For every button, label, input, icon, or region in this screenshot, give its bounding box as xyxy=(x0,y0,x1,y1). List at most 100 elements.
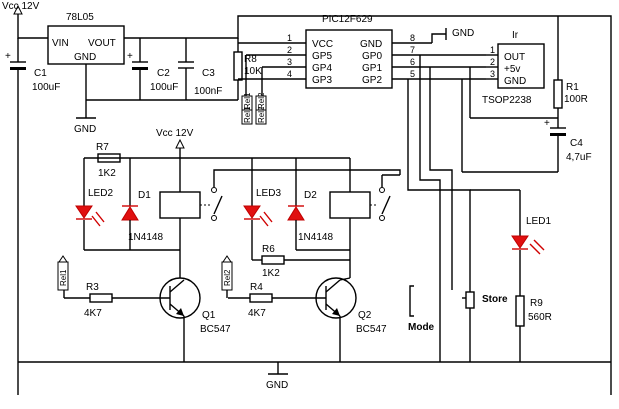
led1-ray-1 xyxy=(529,243,541,255)
c4-plus: + xyxy=(544,118,550,129)
d2-name: D2 xyxy=(304,190,317,201)
vcc-wire-left xyxy=(17,14,48,39)
r7-resistor xyxy=(97,153,121,163)
q2-name: Q2 xyxy=(358,310,372,321)
c2-plus: + xyxy=(127,51,133,62)
pic-name: PIC12F629 xyxy=(322,14,373,25)
pic-gp4: GP4 xyxy=(312,63,332,74)
rbox-a-label: Rel1 xyxy=(243,92,252,109)
c3-value: 100nF xyxy=(194,86,222,97)
ir-receiver-section: Ir OUT +5v GND 1 2 3 TSOP2238 R1 100R + … xyxy=(461,16,592,173)
ir-out: OUT xyxy=(504,52,525,63)
mode-button[interactable] xyxy=(409,285,414,317)
ir-part: TSOP2238 xyxy=(482,95,532,106)
led3-name: LED3 xyxy=(256,188,281,199)
pic-section: R8 10K Rel1 Rel2 Rel1 Rel2 PIC12F629 VCC… xyxy=(233,14,486,125)
c1-value: 100uF xyxy=(32,82,60,93)
c2-value: 100uF xyxy=(150,82,178,93)
c1-plate-bottom xyxy=(10,67,26,70)
r9-name: R9 xyxy=(530,298,543,309)
d1-name: D1 xyxy=(138,190,151,201)
relay2-blade xyxy=(381,195,391,215)
ground-bus-bottom: GND xyxy=(18,361,611,391)
led2-ray-2 xyxy=(95,211,105,223)
c4-value: 4,7uF xyxy=(566,152,592,163)
r4-name: R4 xyxy=(250,282,263,293)
d2-diode xyxy=(287,206,305,221)
r9-value: 560R xyxy=(528,312,552,323)
rel1-input-arrow xyxy=(58,255,68,263)
c1-plus: + xyxy=(5,51,11,62)
r4-value: 4K7 xyxy=(248,308,266,319)
d1-diode xyxy=(121,206,139,221)
led1-diode xyxy=(511,235,529,249)
q2-part: BC547 xyxy=(356,324,387,335)
relay1-driver-section: Vcc 12V R7 1K2 LED2 D1 1N4148 xyxy=(57,128,350,362)
pic-gp1: GP1 xyxy=(362,63,382,74)
pic12f629-chip xyxy=(305,29,393,89)
relay1-coil xyxy=(159,191,201,219)
regulator-vout: VOUT xyxy=(88,38,116,49)
pin1-label: 1 xyxy=(287,33,292,43)
mode-label: Mode xyxy=(408,322,435,333)
c4-plate-bottom xyxy=(550,133,566,136)
pic-gp5: GP5 xyxy=(312,51,332,62)
ir-name: Ir xyxy=(512,30,519,41)
vcc-arrow-mid xyxy=(175,138,185,149)
r6-value: 1K2 xyxy=(262,268,280,279)
pic-gnd-wire xyxy=(431,33,446,43)
pin4-label: 4 xyxy=(287,69,292,79)
led1-name: LED1 xyxy=(526,216,551,227)
q2-collector xyxy=(325,279,341,293)
r8-name: R8 xyxy=(244,54,257,65)
led3-ray-2 xyxy=(263,211,273,223)
q1-name: Q1 xyxy=(202,310,216,321)
store-button[interactable] xyxy=(465,291,475,309)
c4-name: C4 xyxy=(570,138,583,149)
vcc-mid-label: Vcc 12V xyxy=(156,128,194,139)
vcc-top-label: Vcc 12V xyxy=(2,1,40,12)
store-label: Store xyxy=(482,294,508,305)
r6-resistor xyxy=(261,255,285,265)
gp0-wire xyxy=(419,55,441,270)
led2-ray-1 xyxy=(91,215,101,227)
led2-name: LED2 xyxy=(88,188,113,199)
c2-plate-bottom xyxy=(132,67,148,70)
relay2-driver-section: LED3 R6 1K2 D2 1N4148 Q2 BC xyxy=(221,158,391,362)
pin7-label: 7 xyxy=(410,45,415,55)
gnd-bottom-label: GND xyxy=(266,380,288,391)
d1-part: 1N4148 xyxy=(128,232,163,243)
pin5-label: 5 xyxy=(410,69,415,79)
relay2-contact-top xyxy=(379,187,385,193)
pin8-label: 8 xyxy=(410,33,415,43)
pin2-label: 2 xyxy=(287,45,292,55)
ir-5v: +5v xyxy=(504,64,520,75)
rel2-input-label: Rel2 xyxy=(223,269,232,286)
led3-diode xyxy=(243,205,261,219)
q1-part: BC547 xyxy=(200,324,231,335)
regulator-gnd-pin: GND xyxy=(74,52,96,63)
q1-collector xyxy=(169,279,185,293)
rel1-input-label: Rel1 xyxy=(59,269,68,286)
rbox-d-label: Rel2 xyxy=(257,106,266,123)
pin3-label: 3 xyxy=(287,57,292,67)
ir-gnd: GND xyxy=(504,76,526,87)
r6-name: R6 xyxy=(262,244,275,255)
q1-emitter-arrow xyxy=(176,308,184,316)
power-supply-section: Vcc 12V + C1 100uF 78L05 VIN VOUT GND GN… xyxy=(2,1,612,395)
relay1-blade xyxy=(213,195,223,215)
relay1-contact-bottom xyxy=(211,215,217,221)
r4-resistor xyxy=(249,293,273,303)
ir-pin1: 1 xyxy=(490,45,495,55)
c3-name: C3 xyxy=(202,68,215,79)
r1-resistor xyxy=(553,79,563,109)
ir-receiver xyxy=(497,43,545,89)
r7-value: 1K2 xyxy=(98,168,116,179)
gnd-top-label: GND xyxy=(452,28,474,39)
pic-gp3: GP3 xyxy=(312,75,332,86)
led1-ray-2 xyxy=(533,239,545,251)
regulator-vin: VIN xyxy=(52,38,69,49)
r1-value: 100R xyxy=(564,94,588,105)
gp2-wire xyxy=(407,79,471,282)
rel2-input-arrow xyxy=(222,255,232,263)
